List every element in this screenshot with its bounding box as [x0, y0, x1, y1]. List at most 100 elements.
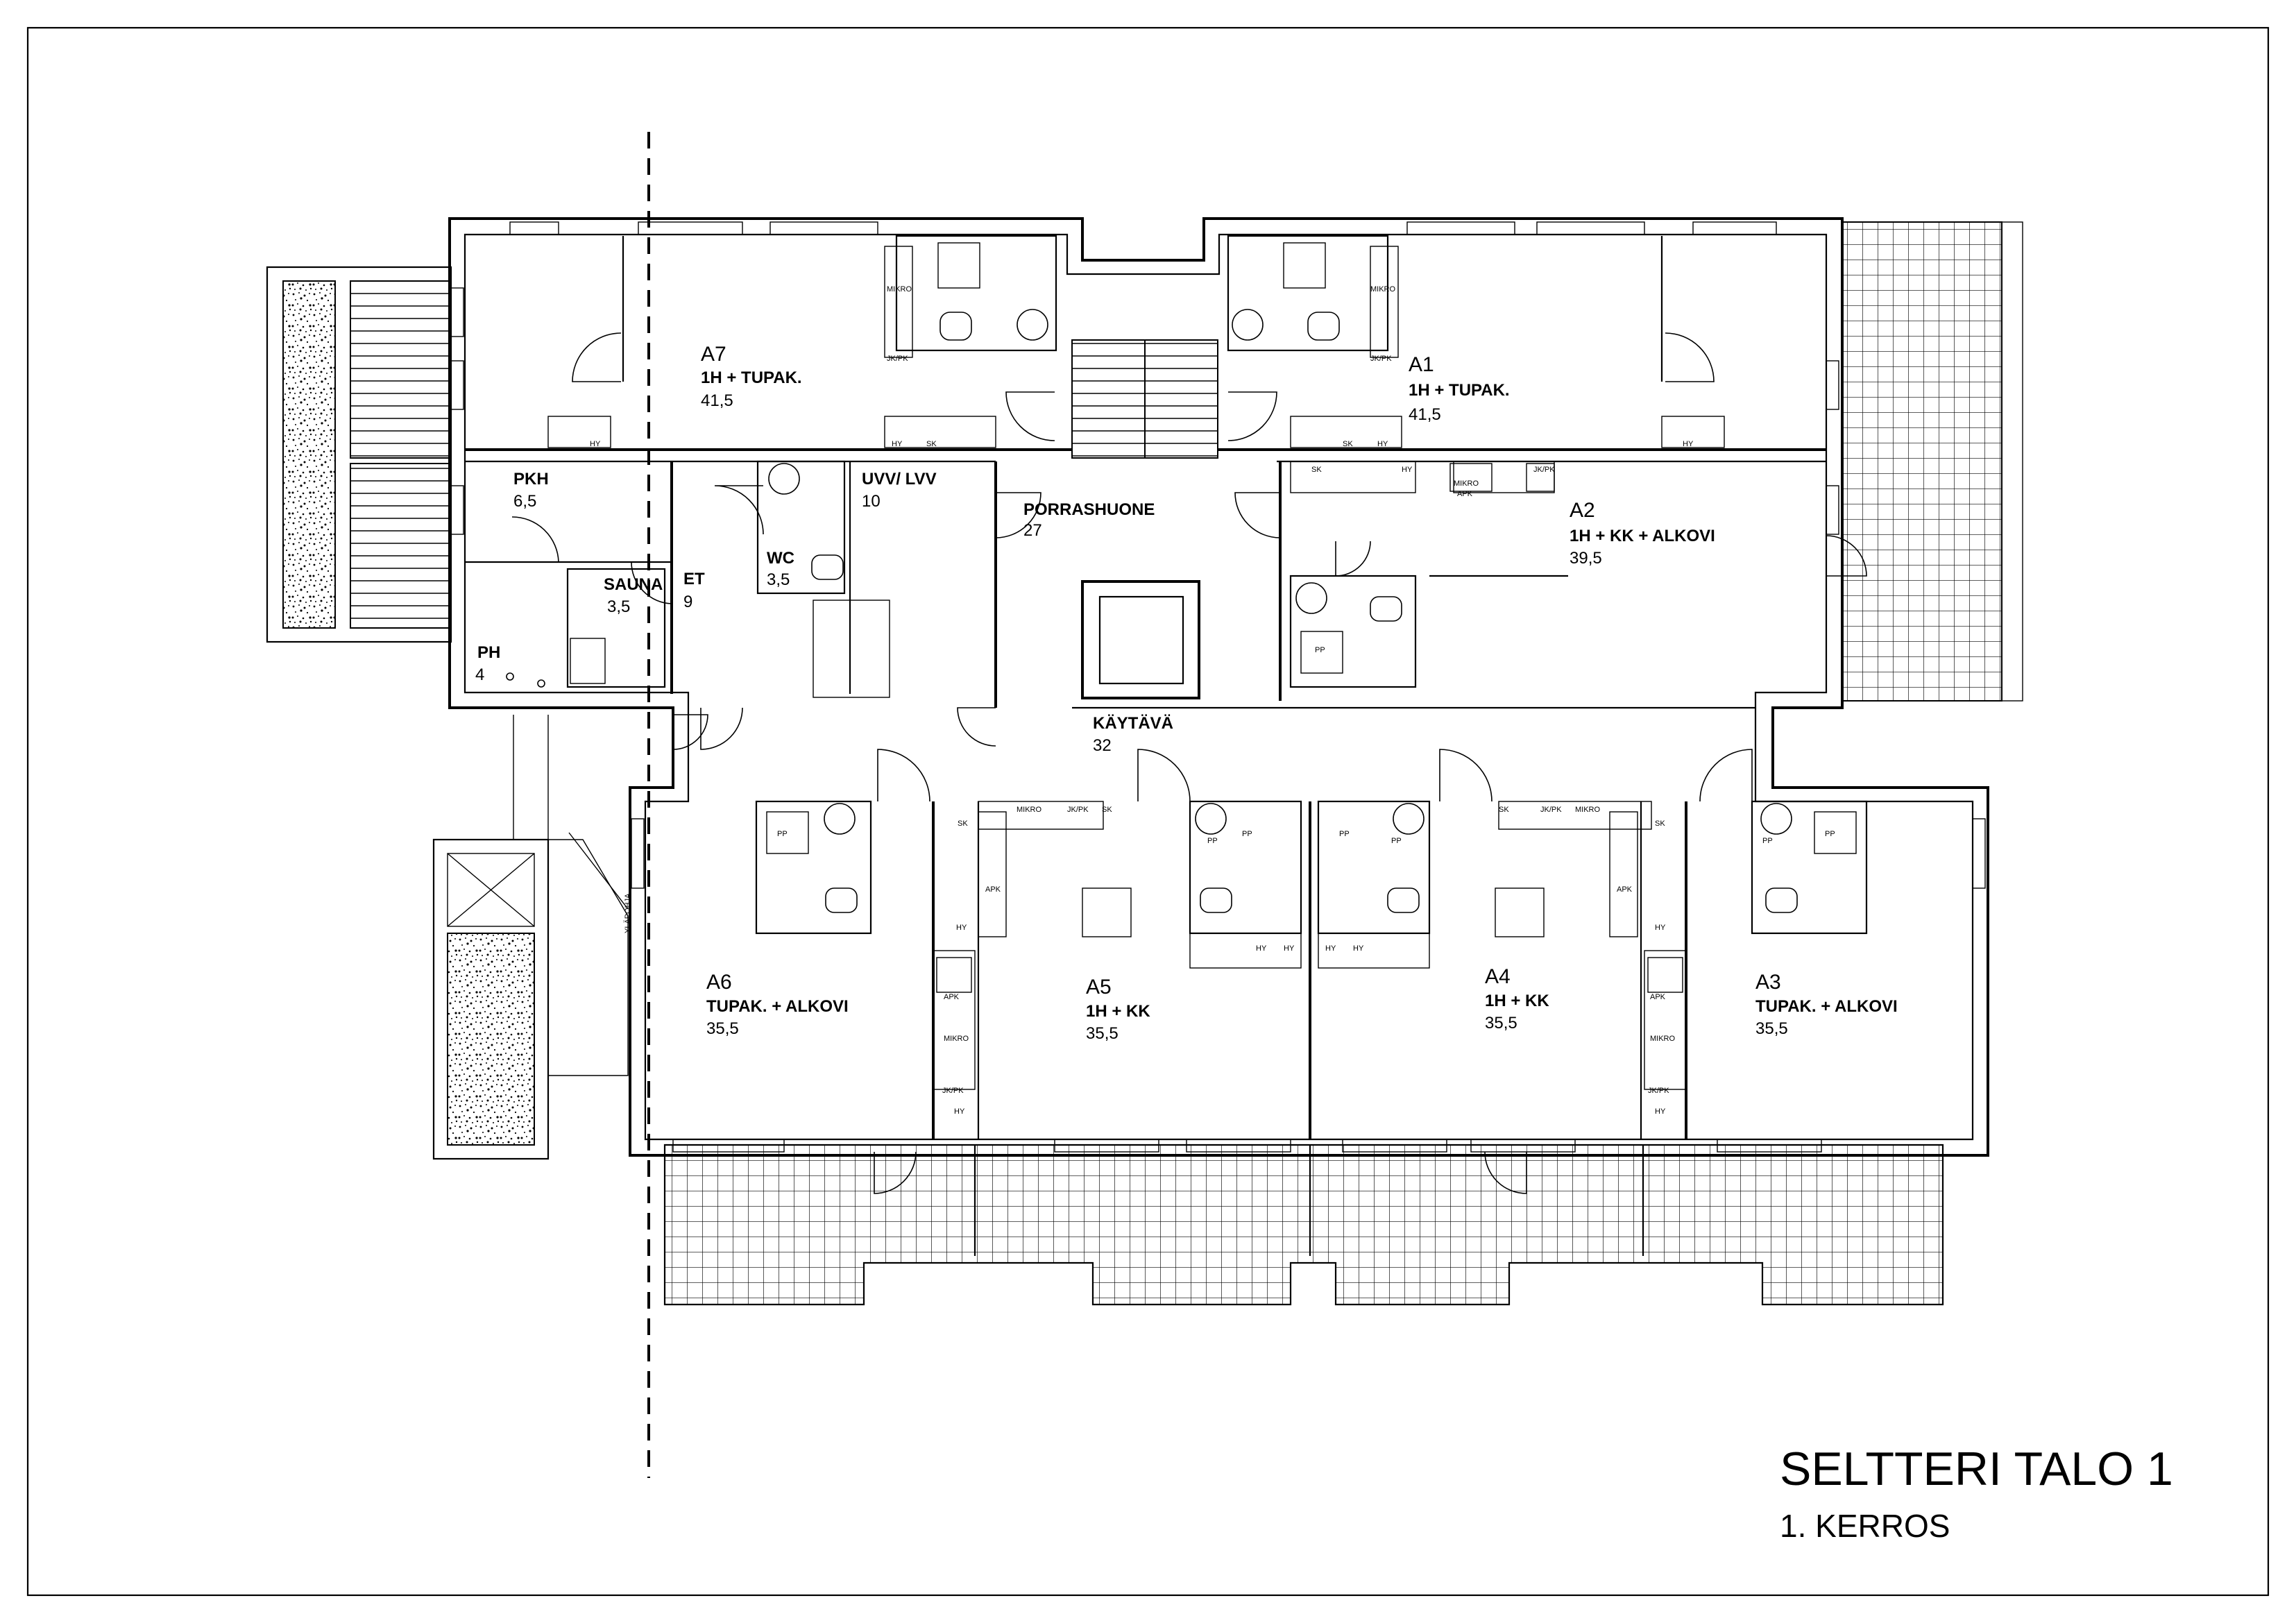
- svg-text:32: 32: [1093, 736, 1112, 755]
- apartment-a6: A6 TUPAK. + ALKOVI 35,5: [706, 971, 849, 1038]
- svg-text:10: 10: [862, 492, 881, 511]
- svg-text:1H + KK: 1H + KK: [1485, 992, 1549, 1010]
- svg-text:HY: HY: [954, 1107, 965, 1116]
- svg-text:HY: HY: [1377, 440, 1388, 448]
- svg-text:PP: PP: [1207, 837, 1218, 845]
- svg-text:35,5: 35,5: [706, 1019, 739, 1038]
- svg-text:MIKRO: MIKRO: [1370, 285, 1396, 294]
- svg-text:JK/PK: JK/PK: [1533, 466, 1555, 474]
- svg-text:HY: HY: [892, 440, 903, 448]
- svg-text:41,5: 41,5: [701, 391, 733, 410]
- svg-text:PP: PP: [1762, 837, 1773, 845]
- svg-text:JK/PK: JK/PK: [1370, 355, 1392, 363]
- apartment-a2: A2 1H + KK + ALKOVI 39,5: [1570, 499, 1715, 568]
- svg-text:MIKRO: MIKRO: [1575, 806, 1601, 814]
- svg-text:35,5: 35,5: [1086, 1024, 1119, 1043]
- svg-text:PH: PH: [477, 643, 500, 662]
- svg-text:UVV/ LVV: UVV/ LVV: [862, 470, 937, 488]
- svg-text:1H + KK: 1H + KK: [1086, 1002, 1150, 1021]
- svg-text:A7: A7: [701, 343, 726, 366]
- svg-text:PP: PP: [1825, 830, 1835, 838]
- svg-text:PORRASHUONE: PORRASHUONE: [1023, 500, 1155, 519]
- east-terrace: [1842, 221, 2023, 702]
- svg-text:1H + TUPAK.: 1H + TUPAK.: [1409, 381, 1510, 400]
- west-balcony: [266, 266, 452, 643]
- svg-text:1H + TUPAK.: 1H + TUPAK.: [701, 368, 802, 387]
- svg-text:ET: ET: [683, 570, 705, 588]
- svg-text:PP: PP: [1315, 646, 1325, 654]
- svg-text:HY: HY: [1325, 944, 1336, 953]
- svg-text:TUPAK. + ALKOVI: TUPAK. + ALKOVI: [706, 997, 849, 1016]
- svg-text:TUPAK. + ALKOVI: TUPAK. + ALKOVI: [1755, 997, 1898, 1016]
- svg-text:SK: SK: [1311, 466, 1322, 474]
- svg-text:PP: PP: [777, 830, 788, 838]
- svg-text:SK: SK: [1343, 440, 1353, 448]
- svg-text:SK: SK: [926, 440, 937, 448]
- svg-text:39,5: 39,5: [1570, 549, 1602, 568]
- svg-text:HY: HY: [590, 440, 601, 448]
- title-block: SELTTERI TALO 1 1. KERROS: [1780, 1443, 2173, 1544]
- svg-text:35,5: 35,5: [1755, 1019, 1788, 1038]
- kitchen-counters: [547, 416, 1725, 993]
- apartment-a7: A7 1H + TUPAK. 41,5: [701, 343, 802, 410]
- apartment-a1: A1 1H + TUPAK. 41,5: [1409, 353, 1510, 424]
- apartment-a3: A3 TUPAK. + ALKOVI 35,5: [1755, 971, 1898, 1038]
- svg-text:HY: HY: [1683, 440, 1694, 448]
- svg-text:HY: HY: [1655, 924, 1666, 932]
- interior-walls-bottom: [755, 800, 1868, 1139]
- svg-text:HY: HY: [956, 924, 967, 932]
- svg-text:9: 9: [683, 593, 692, 611]
- svg-text:SK: SK: [1655, 819, 1665, 828]
- room-labels: PKH 6,5 SAUNA 3,5 PH 4 ET 9 WC 3,5 UVV/ …: [475, 470, 1173, 755]
- svg-text:A4: A4: [1485, 965, 1511, 988]
- svg-text:PP: PP: [1391, 837, 1402, 845]
- svg-text:4: 4: [475, 665, 484, 684]
- svg-text:MIKRO: MIKRO: [1650, 1035, 1676, 1043]
- svg-text:SAUNA: SAUNA: [604, 575, 663, 594]
- svg-text:HY: HY: [1353, 944, 1364, 953]
- svg-text:MIKRO: MIKRO: [887, 285, 912, 294]
- windows: [450, 221, 1986, 1153]
- svg-text:A6: A6: [706, 971, 732, 994]
- door-swing-icon: [511, 332, 1867, 1194]
- svg-text:1H + KK + ALKOVI: 1H + KK + ALKOVI: [1570, 527, 1715, 545]
- svg-text:41,5: 41,5: [1409, 405, 1441, 424]
- storage-block: [432, 715, 629, 1160]
- fixture-labels: HY HY SK JK/PK MIKRO SK HY JK/PK MIKRO H…: [590, 285, 1835, 1116]
- svg-text:A3: A3: [1755, 971, 1781, 994]
- svg-text:JK/PK: JK/PK: [1540, 806, 1562, 814]
- svg-text:JK/PK: JK/PK: [942, 1087, 964, 1095]
- svg-text:SK: SK: [1499, 806, 1509, 814]
- svg-text:SK: SK: [958, 819, 968, 828]
- svg-text:HY: HY: [1655, 1107, 1666, 1116]
- svg-text:JK/PK: JK/PK: [887, 355, 908, 363]
- svg-text:MIKRO: MIKRO: [1454, 479, 1479, 488]
- svg-text:HY: HY: [1402, 466, 1413, 474]
- svg-text:27: 27: [1023, 521, 1042, 540]
- svg-text:6,5: 6,5: [513, 492, 536, 511]
- svg-text:APK: APK: [985, 885, 1001, 894]
- drawing-subtitle: 1. KERROS: [1780, 1508, 1950, 1544]
- svg-text:JK/PK: JK/PK: [1067, 806, 1089, 814]
- elevator-icon: [1081, 580, 1200, 699]
- svg-text:A2: A2: [1570, 499, 1595, 522]
- toilet-icon: [939, 312, 972, 341]
- svg-text:35,5: 35,5: [1485, 1014, 1517, 1033]
- svg-text:APK: APK: [1650, 993, 1666, 1001]
- svg-text:HY: HY: [1284, 944, 1295, 953]
- svg-text:PKH: PKH: [513, 470, 549, 488]
- svg-text:A1: A1: [1409, 353, 1434, 376]
- south-terraces: [663, 1144, 1944, 1306]
- svg-text:A5: A5: [1086, 976, 1112, 999]
- svg-text:YLÄPOHJA: YLÄPOHJA: [624, 893, 632, 933]
- sanitary-fixtures: [506, 242, 1857, 913]
- svg-text:3,5: 3,5: [767, 570, 790, 589]
- apartment-a4: A4 1H + KK 35,5: [1485, 965, 1549, 1033]
- stove-icon: [1449, 463, 1493, 492]
- shower-icon: [937, 242, 980, 289]
- sheet-border: [26, 26, 2270, 1597]
- apartment-a5: A5 1H + KK 35,5: [1086, 976, 1150, 1043]
- sink-icon: [1017, 309, 1048, 341]
- svg-text:PP: PP: [1242, 830, 1252, 838]
